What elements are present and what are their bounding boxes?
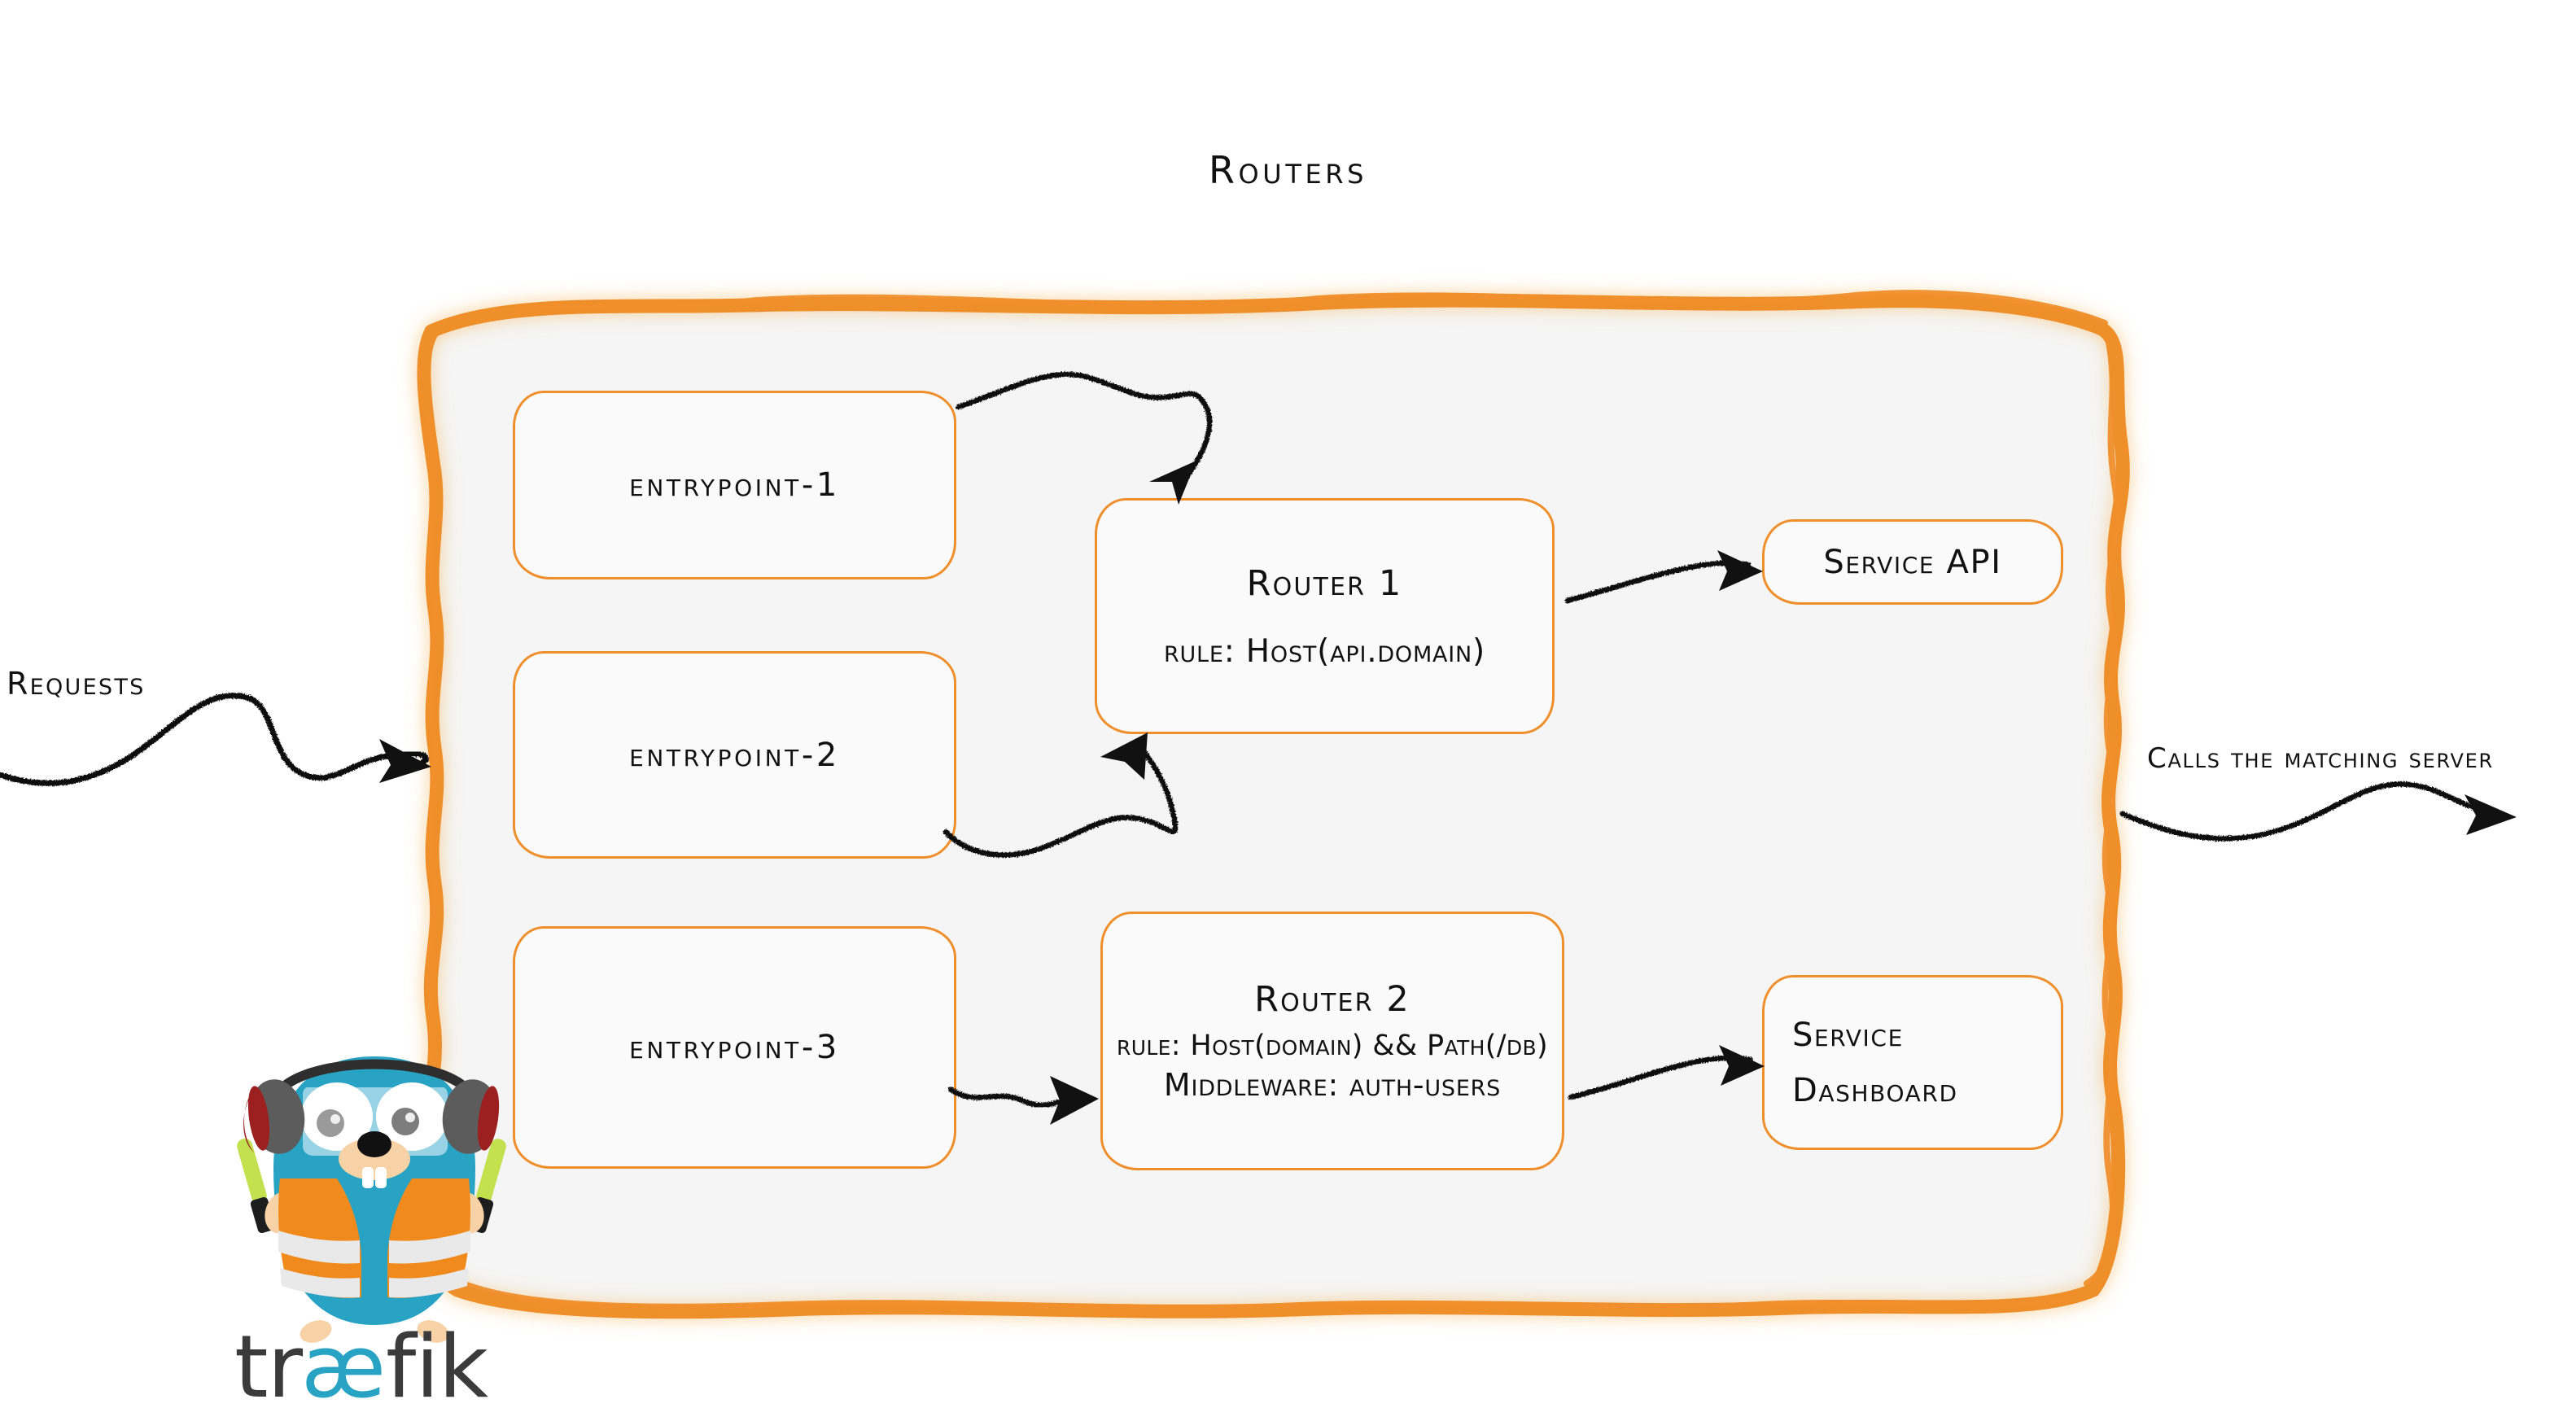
gopher-foot-left <box>300 1320 332 1343</box>
traefik-logo: tr æ fik <box>230 1039 516 1408</box>
router-2-middleware: Middleware: auth-users <box>1163 1067 1502 1103</box>
service-dashboard-label-line2: Dashboard <box>1792 1071 1958 1109</box>
requests-label: Requests <box>7 666 146 702</box>
svg-text:æ: æ <box>301 1317 386 1408</box>
service-dashboard-label-line1: Service <box>1792 1016 1904 1054</box>
svg-text:fik: fik <box>386 1317 489 1408</box>
router-2-box[interactable]: Router 2 rule: Host(domain) && Path(/db)… <box>1100 912 1564 1170</box>
entrypoint-3-label: entrypoint-3 <box>629 1029 840 1066</box>
router-1-rule: rule: Host(api.domain) <box>1163 632 1486 670</box>
entrypoint-3-box[interactable]: entrypoint-3 <box>513 926 956 1169</box>
service-api-label: Service API <box>1823 543 2002 581</box>
svg-text:tr: tr <box>234 1317 304 1408</box>
gopher-snout <box>339 1138 410 1180</box>
gopher-nose <box>357 1131 391 1157</box>
service-api-box[interactable]: Service API <box>1762 519 2063 605</box>
router-2-title: Router 2 <box>1254 979 1410 1020</box>
gopher-safety-vest <box>278 1178 470 1298</box>
router-1-title: Router 1 <box>1246 562 1403 604</box>
router-1-box[interactable]: Router 1 rule: Host(api.domain) <box>1095 498 1555 734</box>
entrypoint-1-label: entrypoint-1 <box>629 466 840 504</box>
service-dashboard-box[interactable]: Service Dashboard <box>1762 975 2063 1150</box>
arrow-calls-out <box>2119 781 2517 842</box>
gopher-tooth-right <box>375 1167 387 1188</box>
page-title: Routers <box>1208 148 1368 192</box>
arrow-requests-in <box>0 693 431 786</box>
diagram-title: Routers <box>0 148 2576 192</box>
router-2-rule: rule: Host(domain) && Path(/db) <box>1117 1030 1548 1062</box>
entrypoint-1-box[interactable]: entrypoint-1 <box>513 391 956 579</box>
headphone-cup-left <box>243 1079 305 1154</box>
gopher-tooth-left <box>362 1167 374 1188</box>
calls-label: Calls the matching server <box>2147 742 2494 775</box>
arrowhead <box>2464 794 2517 835</box>
entrypoint-2-label: entrypoint-2 <box>629 736 840 774</box>
gopher-pupil-left <box>317 1109 344 1137</box>
gopher-pupil-right <box>391 1108 419 1135</box>
gopher-foot-right <box>417 1320 449 1343</box>
headphone-cup-right <box>442 1079 500 1154</box>
entrypoint-2-box[interactable]: entrypoint-2 <box>513 651 956 859</box>
traefik-wordmark: tr æ fik <box>234 1317 490 1408</box>
